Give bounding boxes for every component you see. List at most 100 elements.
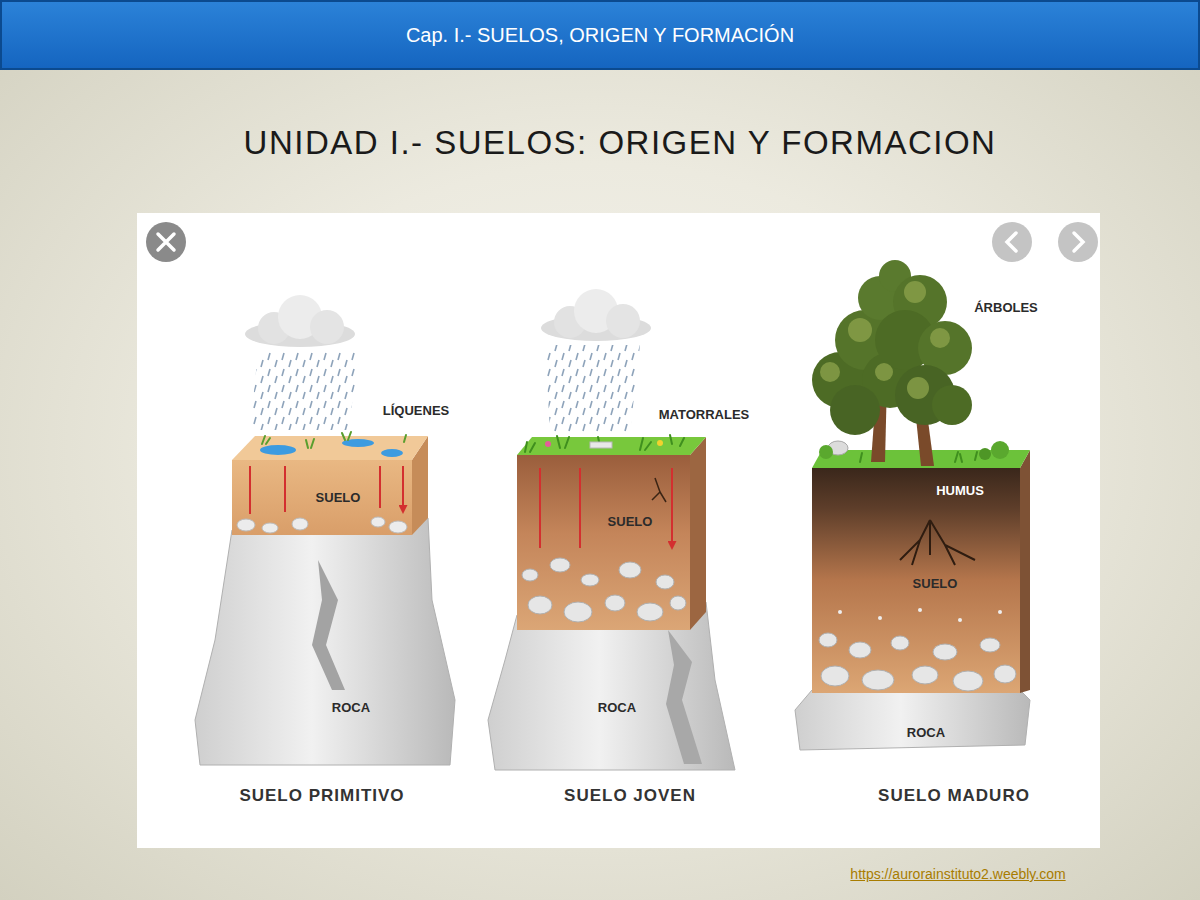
stage-caption: SUELO MADURO	[878, 786, 1030, 806]
stones	[912, 666, 938, 684]
primitive-soil-block	[195, 518, 455, 765]
part-label: SUELO	[913, 576, 958, 591]
header-text: Cap. I.- SUELOS, ORIGEN Y FORMACIÓN	[406, 24, 794, 47]
viewer-buttons	[158, 234, 174, 250]
mature-soil-block	[795, 690, 1030, 750]
mature-soil-block	[900, 520, 975, 565]
stage-caption: SUELO PRIMITIVO	[239, 786, 404, 806]
stones	[918, 608, 922, 612]
part-label: LÍQUENES	[383, 403, 449, 418]
stones	[953, 671, 983, 691]
cloud	[606, 304, 640, 338]
primitive-soil-block	[260, 445, 296, 455]
stones	[605, 595, 625, 611]
primitive-soil-block	[250, 352, 360, 430]
cloud	[541, 289, 651, 341]
part-label: HUMUS	[936, 483, 984, 498]
trees	[812, 260, 972, 466]
mature-soil-block	[979, 448, 991, 460]
stage-caption: SUELO JOVEN	[564, 786, 696, 806]
part-label: MATORRALES	[659, 407, 750, 422]
primitive-soil-block	[342, 439, 374, 447]
primitive-soil-block	[371, 517, 385, 527]
young-soil-block	[540, 468, 672, 548]
stones	[838, 610, 842, 614]
stones	[522, 569, 538, 581]
primitive-soil-block	[232, 436, 428, 460]
mature-soil-block	[1020, 450, 1030, 693]
primitive-soil-block	[195, 295, 455, 765]
stones	[994, 665, 1016, 683]
stones	[980, 638, 1000, 652]
young-soil-block	[666, 630, 702, 764]
stones	[637, 603, 663, 621]
young-soil-block	[517, 437, 706, 455]
stones	[958, 618, 962, 622]
viewer-buttons	[146, 222, 186, 262]
primitive-soil-block	[262, 432, 406, 448]
primitive-soil-block	[250, 466, 403, 514]
trees	[875, 363, 893, 381]
trees	[907, 377, 929, 399]
viewer-buttons	[992, 222, 1032, 262]
primitive-soil-block	[381, 449, 403, 457]
header-band: Cap. I.- SUELOS, ORIGEN Y FORMACIÓN	[0, 0, 1200, 70]
primitive-soil-block	[312, 560, 345, 690]
part-label: ROCA	[598, 700, 636, 715]
primitive-soil-block	[292, 518, 308, 530]
mature-soil-block	[991, 441, 1009, 459]
viewer-buttons	[1007, 233, 1016, 251]
primitive-soil-block	[232, 460, 412, 535]
image-panel	[137, 213, 1100, 848]
source-link: https://aurorainstituto2.weebly.com	[850, 866, 1065, 882]
trees	[848, 318, 872, 342]
stones	[581, 574, 599, 586]
viewer-buttons	[1058, 222, 1098, 262]
stones	[998, 610, 1002, 614]
mature-soil-block	[819, 445, 833, 459]
primitive-soil-block	[262, 523, 278, 533]
slide-title: UNIDAD I.- SUELOS: ORIGEN Y FORMACION	[120, 124, 1120, 162]
trees	[932, 385, 972, 425]
young-soil-block	[590, 442, 612, 448]
young-soil-block	[545, 441, 551, 447]
part-label: SUELO	[608, 514, 653, 529]
trees	[820, 362, 840, 382]
young-soil-block	[488, 289, 735, 770]
stones	[564, 602, 592, 622]
stones	[819, 633, 837, 647]
stones	[878, 616, 882, 620]
stones	[891, 636, 909, 650]
mature-soil-block	[812, 468, 1020, 693]
trees	[830, 385, 880, 435]
cloud	[245, 295, 355, 347]
stones	[849, 642, 871, 658]
stones	[528, 596, 552, 614]
stones	[862, 670, 894, 690]
stones	[550, 558, 570, 572]
trees	[904, 281, 926, 303]
part-label: ÁRBOLES	[974, 300, 1038, 315]
young-soil-block	[652, 478, 666, 502]
stones	[821, 666, 849, 686]
primitive-soil-block	[389, 521, 407, 533]
young-soil-block	[525, 435, 684, 452]
trees	[930, 328, 950, 348]
primitive-soil-block	[237, 519, 255, 531]
part-label: ROCA	[907, 725, 945, 740]
stones	[522, 558, 686, 622]
mature-soil-block	[795, 441, 1030, 750]
part-label: ROCA	[332, 700, 370, 715]
cloud	[310, 310, 344, 344]
stones	[670, 596, 686, 610]
young-soil-block	[657, 440, 663, 446]
viewer-buttons	[146, 222, 1098, 262]
young-soil-block	[545, 345, 640, 432]
young-soil-block	[690, 437, 706, 630]
stones	[933, 644, 957, 660]
stones	[619, 562, 641, 578]
stones	[656, 575, 674, 589]
stones	[819, 608, 1016, 691]
young-soil-block	[517, 455, 690, 630]
